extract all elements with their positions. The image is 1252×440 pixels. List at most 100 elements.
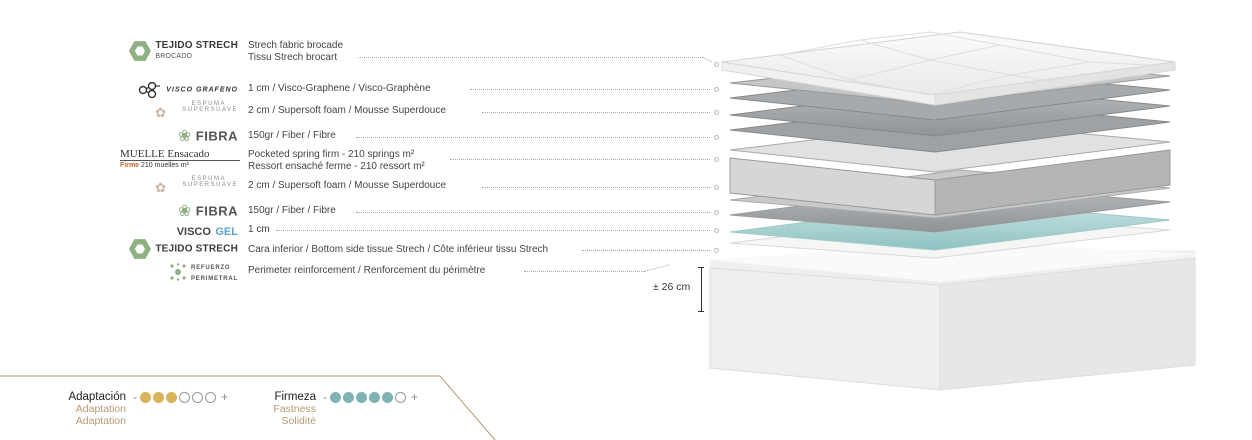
leader-dot — [714, 62, 719, 67]
rating-frame-line — [0, 375, 496, 440]
logo-sub: SUPERSUAVE — [182, 107, 238, 113]
layer-description: 1 cm — [248, 224, 270, 235]
leader-dot — [714, 228, 719, 233]
layer-row-fiber: ❀ FIBRA 150gr / Fiber / Fibre — [110, 126, 720, 146]
rating-dot-empty — [395, 391, 406, 403]
leader-line — [358, 57, 703, 58]
fibra-logo: ❀ FIBRA — [110, 201, 238, 221]
leader-dot — [714, 87, 719, 92]
muelle-ensacado-logo: MUELLE Ensacado Firme 210 muelles m² — [120, 148, 240, 170]
rating-dot-empty — [192, 391, 203, 403]
firmness-dots — [330, 391, 408, 403]
firmness-subtitle-fr: Solidité — [281, 415, 316, 427]
layer-row-visco-gel: VISCO GEL 1 cm — [110, 221, 720, 241]
logo-accent: GEL — [215, 226, 238, 238]
visco-grafeno-logo: VISCO GRAFENO — [110, 81, 238, 99]
leader-dot — [714, 210, 719, 215]
logo-main: FIBRA — [195, 203, 238, 219]
layer-description: 150gr / Fiber / Fibre — [248, 130, 336, 141]
rating-dot-filled — [140, 391, 151, 403]
layer-row-top-fabric: TEJIDO STRECH BROCADO Strech fabric broc… — [110, 40, 720, 67]
firmness-scale: -+ — [320, 391, 421, 403]
leader-dot — [714, 248, 719, 253]
hexagon-icon — [128, 41, 151, 61]
quilted-top-cover — [721, 31, 1176, 106]
fibra-logo: ❀ FIBRA — [110, 126, 238, 146]
logo-main: VISCO — [176, 226, 211, 238]
rating-dot-filled — [330, 391, 341, 403]
logo-sub: SUPERSUAVE — [182, 182, 238, 188]
leader-dot — [714, 135, 719, 140]
plus-sign: + — [221, 390, 229, 405]
visco-gel-logo: VISCO GEL — [110, 222, 238, 240]
layer-description: Cara inferior / Bottom side tissue Strec… — [248, 244, 549, 255]
rating-dot-filled — [382, 391, 393, 403]
layer-row-fiber-2: ❀ FIBRA 150gr / Fiber / Fibre — [110, 201, 720, 221]
adaptation-subtitle-fr: Adaptation — [75, 415, 126, 427]
layer-row-visco-graphene: VISCO GRAFENO 1 cm / Visco-Graphene / Vi… — [110, 80, 720, 100]
firmness-subtitle-en: Fastness — [273, 403, 316, 415]
tejido-strech-logo: TEJIDO STRECH BROCADO — [110, 40, 238, 62]
foam-flower-icon: ✿ — [155, 105, 166, 120]
leader-line — [450, 159, 710, 160]
layer-description: 150gr / Fiber / Fibre — [248, 205, 336, 216]
rating-dot-empty — [205, 391, 216, 403]
leader-dot — [714, 157, 719, 162]
minus-sign: - — [133, 390, 137, 405]
height-label: ± 26 cm — [653, 281, 691, 293]
leader-line — [276, 230, 710, 231]
logo-main: ESPUMA — [191, 176, 226, 182]
logo-main: MUELLE Ensacado — [120, 148, 240, 161]
rating-dot-filled — [153, 391, 164, 403]
perimeter-reinforcement-icon — [169, 263, 186, 281]
leader-line — [482, 112, 710, 113]
rating-dot-filled — [369, 391, 380, 403]
refuerzo-perimetral-logo: REFUERZO PERIMETRAL — [110, 261, 238, 283]
fiber-flower-icon: ❀ — [177, 203, 192, 220]
espuma-supersuave-logo: ✿ ESPUMA SUPERSUAVE — [110, 176, 238, 195]
rating-dot-filled — [356, 391, 367, 403]
leader-line — [470, 89, 710, 90]
layer-description: 2 cm / Supersoft foam / Mousse Superdouc… — [248, 105, 446, 116]
logo-sub: BROCADO — [155, 52, 193, 60]
leader-dot — [714, 185, 719, 190]
leader-line — [482, 187, 710, 188]
logo-main: ESPUMA — [191, 101, 226, 107]
logo-sub: 210 muelles m² — [141, 162, 189, 169]
foam-flower-icon: ✿ — [155, 180, 166, 195]
leader-line — [582, 250, 710, 251]
plus-sign: + — [411, 390, 419, 405]
hexagon-icon — [128, 239, 151, 259]
layer-description: 2 cm / Supersoft foam / Mousse Superdouc… — [248, 180, 446, 191]
layer-description: 1 cm / Visco-Graphene / Visco-Graphène — [248, 83, 431, 94]
height-bracket — [701, 267, 702, 311]
layer-row-bottom-fabric: TEJIDO STRECH Cara inferior / Bottom sid… — [110, 238, 720, 259]
logo-main: REFUERZO — [191, 265, 231, 271]
layer-description: Perimeter reinforcement / Renforcement d… — [248, 265, 486, 276]
rating-dot-filled — [343, 391, 354, 403]
layer-description: Pocketed spring firm - 210 springs m² Re… — [248, 149, 425, 172]
height-indicator: ± 26 cm — [645, 265, 705, 313]
adaptation-title: Adaptación — [68, 391, 126, 403]
logo-main: VISCO GRAFENO — [166, 86, 238, 94]
layer-description: Strech fabric brocade Tissu Strech broca… — [248, 40, 344, 63]
logo-main: TEJIDO STRECH — [155, 243, 238, 255]
leader-dot — [714, 110, 719, 115]
layer-row-supersoft-foam-2: ✿ ESPUMA SUPERSUAVE 2 cm / Supersoft foa… — [110, 176, 720, 196]
minus-sign: - — [323, 390, 327, 405]
rating-dot-filled — [166, 391, 177, 403]
logo-sub: PERIMETRAL — [191, 276, 238, 282]
logo-main: TEJIDO STRECH — [155, 39, 238, 51]
layer-row-perimeter: REFUERZO PERIMETRAL Perimeter reinforcem… — [110, 260, 720, 283]
layer-row-supersoft-foam: ✿ ESPUMA SUPERSUAVE 2 cm / Supersoft foa… — [110, 101, 720, 121]
fiber-flower-icon: ❀ — [177, 128, 192, 145]
leader-line — [356, 137, 710, 138]
logo-main: FIBRA — [195, 128, 238, 144]
adaptation-dots — [140, 391, 218, 403]
adaptation-scale: -+ — [130, 391, 231, 403]
leader-line — [356, 212, 710, 213]
firm-label: Firme — [120, 162, 140, 169]
mattress-base — [709, 242, 1196, 391]
layer-row-pocket-spring: MUELLE Ensacado Firme 210 muelles m² Poc… — [110, 148, 720, 172]
mattress-layers-illustration — [709, 31, 1196, 391]
